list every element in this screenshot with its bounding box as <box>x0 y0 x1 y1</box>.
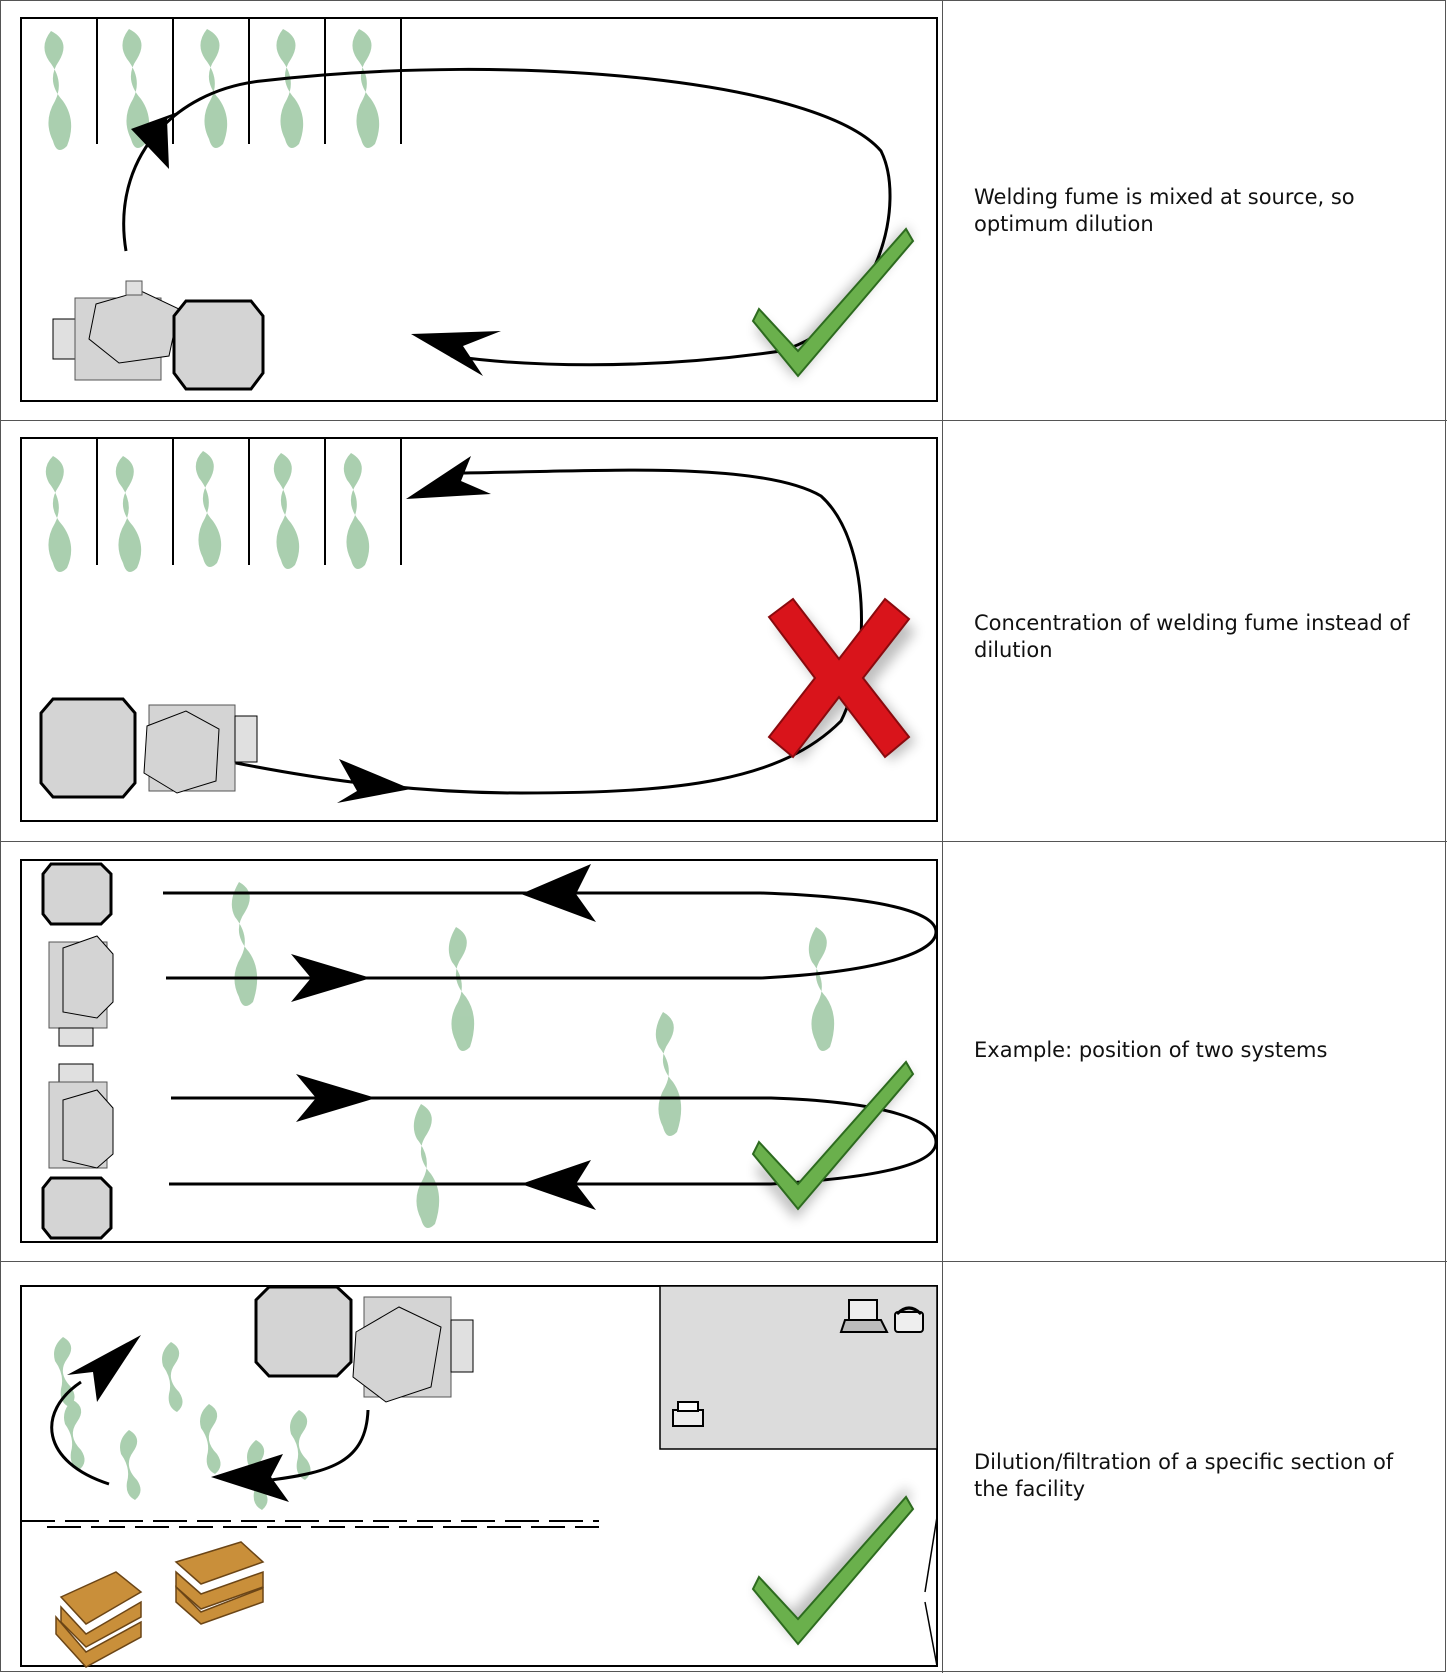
fume-icon <box>44 31 72 150</box>
welding-unit-icon <box>254 1285 474 1403</box>
airflow-loop <box>50 1335 370 1502</box>
fume-icon <box>45 456 72 572</box>
office-area <box>659 1285 938 1450</box>
fume-icon <box>195 451 222 567</box>
airflow-loops <box>163 891 938 1186</box>
pallet-icon <box>55 1571 143 1668</box>
printer-icon <box>672 1401 704 1427</box>
fume-group <box>231 882 835 1228</box>
airflow-arrow-icon <box>131 109 186 169</box>
fume-icon <box>273 453 300 569</box>
fume-icon <box>115 456 142 572</box>
figure-1-svg <box>20 17 938 402</box>
airflow-arrow-icon <box>411 331 501 376</box>
caption-1: Welding fume is mixed at source, so opti… <box>974 185 1355 236</box>
caption-4: Dilution/filtration of a specific sectio… <box>974 1450 1394 1501</box>
airflow-arrow-icon <box>406 456 491 499</box>
airflow-arrow-icon <box>521 1160 596 1210</box>
check-mark-icon <box>751 1060 915 1220</box>
pallet-icon <box>174 1541 265 1625</box>
welding-unit-icon <box>39 697 258 799</box>
airflow-arrow-icon <box>296 1074 376 1122</box>
airflow-arrow-icon <box>67 1335 141 1402</box>
caption-2: Concentration of welding fume instead of… <box>974 611 1410 662</box>
fume-group <box>44 29 380 150</box>
caption-cell-4: Dilution/filtration of a specific sectio… <box>944 1262 1447 1673</box>
figure-2 <box>1 421 943 841</box>
fume-icon <box>120 1430 141 1500</box>
fume-icon <box>290 1410 311 1480</box>
laptop-icon <box>839 1299 889 1333</box>
figure-1 <box>1 1 943 420</box>
figure-3-svg <box>20 859 938 1243</box>
figure-4 <box>1 1262 943 1673</box>
fume-icon <box>200 1404 221 1474</box>
booth-dividers <box>96 18 402 144</box>
airflow-arrow-icon <box>521 864 596 922</box>
figure-3 <box>1 842 943 1261</box>
check-mark-icon <box>751 1487 915 1646</box>
fume-group <box>45 451 370 572</box>
welding-unit-icon <box>52 280 265 391</box>
fume-icon <box>122 29 150 148</box>
welding-unit-icon <box>41 862 114 1047</box>
caption-cell-1: Welding fume is mixed at source, so opti… <box>944 1 1447 420</box>
row-3: Example: position of two systems <box>1 842 1447 1262</box>
fume-icon <box>448 927 475 1051</box>
fume-icon <box>352 29 380 148</box>
check-mark-icon <box>751 226 915 379</box>
caption-3: Example: position of two systems <box>974 1038 1328 1062</box>
fume-icon <box>162 1342 183 1412</box>
fume-icon <box>655 1012 682 1136</box>
cross-mark-icon <box>767 597 916 761</box>
row-4: Dilution/filtration of a specific sectio… <box>1 1262 1447 1673</box>
airflow-arrow-icon <box>337 759 411 803</box>
phone-icon <box>894 1306 924 1333</box>
fume-icon <box>231 882 258 1006</box>
room-outline <box>20 859 938 1243</box>
figure-4-svg <box>20 1285 938 1668</box>
caption-cell-2: Concentration of welding fume instead of… <box>944 421 1447 841</box>
fume-icon <box>276 29 304 148</box>
partition-line <box>21 1520 599 1528</box>
fume-icon <box>64 1400 85 1470</box>
door <box>924 1516 938 1667</box>
airflow-arrow-icon <box>291 954 371 1002</box>
fume-icon <box>808 927 835 1051</box>
fume-icon <box>200 29 228 148</box>
welding-unit-icon <box>41 1063 114 1240</box>
caption-cell-3: Example: position of two systems <box>944 842 1447 1261</box>
airflow-loop <box>225 456 863 803</box>
figure-2-svg <box>20 437 938 822</box>
fume-icon <box>343 453 370 569</box>
airflow-loop <box>122 67 892 376</box>
row-1: Welding fume is mixed at source, so opti… <box>1 1 1447 421</box>
airflow-arrows <box>291 864 596 1210</box>
booth-dividers <box>96 438 402 565</box>
airflow-arrow-icon <box>211 1454 289 1502</box>
row-2: Concentration of welding fume instead of… <box>1 421 1447 842</box>
fume-icon <box>413 1104 440 1228</box>
